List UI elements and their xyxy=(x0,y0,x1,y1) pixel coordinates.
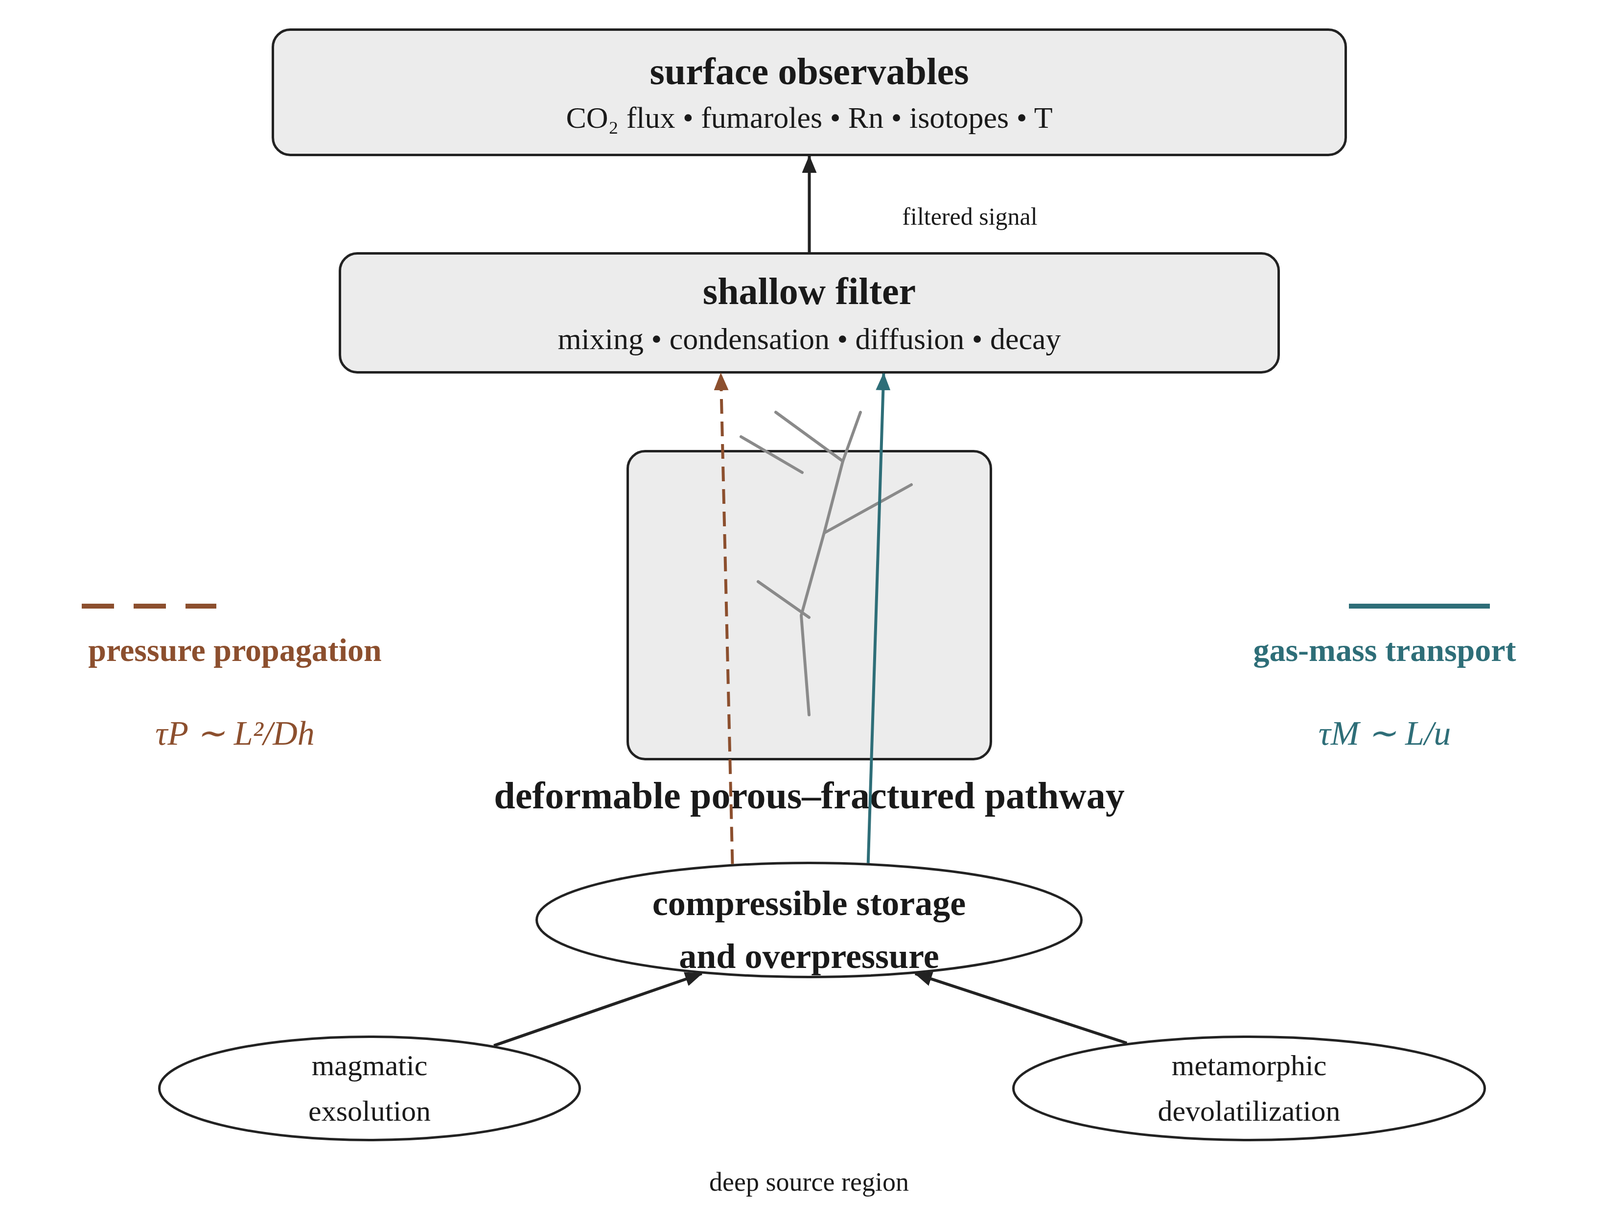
timescale-formula: τM ∼ L/u xyxy=(1318,712,1452,753)
box-title: surface observables xyxy=(649,49,969,94)
source-ellipse: metamorphic devolatilization xyxy=(1012,1035,1486,1141)
storage-ellipse: compressible storage and overpressure xyxy=(535,861,1083,978)
ellipse-label: magmatic exsolution xyxy=(281,1042,458,1134)
legend-dashed-line xyxy=(81,603,217,609)
box-title: shallow filter xyxy=(702,269,916,314)
box-body: mixing • condensation • diffusion • deca… xyxy=(557,321,1061,357)
supply-arrow xyxy=(493,973,702,1045)
signal-arrow xyxy=(808,156,812,253)
box-body: CO₂ flux • fumaroles • Rn • isotopes • T xyxy=(565,100,1053,136)
legend-label: gas-mass transport xyxy=(1252,631,1516,669)
ellipse-shape xyxy=(1013,1036,1485,1140)
region-label: deep source region xyxy=(709,1166,909,1197)
legend-label: pressure propagation xyxy=(88,631,382,669)
ellipse-label: metamorphic devolatilization xyxy=(1126,1042,1372,1134)
box-label: deformable porous–fractured pathway xyxy=(493,773,1125,818)
filter-box: shallow filter mixing • condensation • di… xyxy=(338,252,1280,374)
legend-solid-line xyxy=(1348,603,1490,609)
source-ellipse: magmatic exsolution xyxy=(158,1035,581,1141)
supply-arrow xyxy=(915,973,1127,1044)
timescale-formula: τP ∼ L²/Dh xyxy=(155,712,315,753)
ellipse-shape xyxy=(159,1036,580,1140)
ellipse-label: compressible storage and overpressure xyxy=(627,876,991,983)
edge-label: filtered signal xyxy=(902,202,1038,231)
observables-box: surface observablesCO₂ flux • fumaroles … xyxy=(271,28,1347,157)
